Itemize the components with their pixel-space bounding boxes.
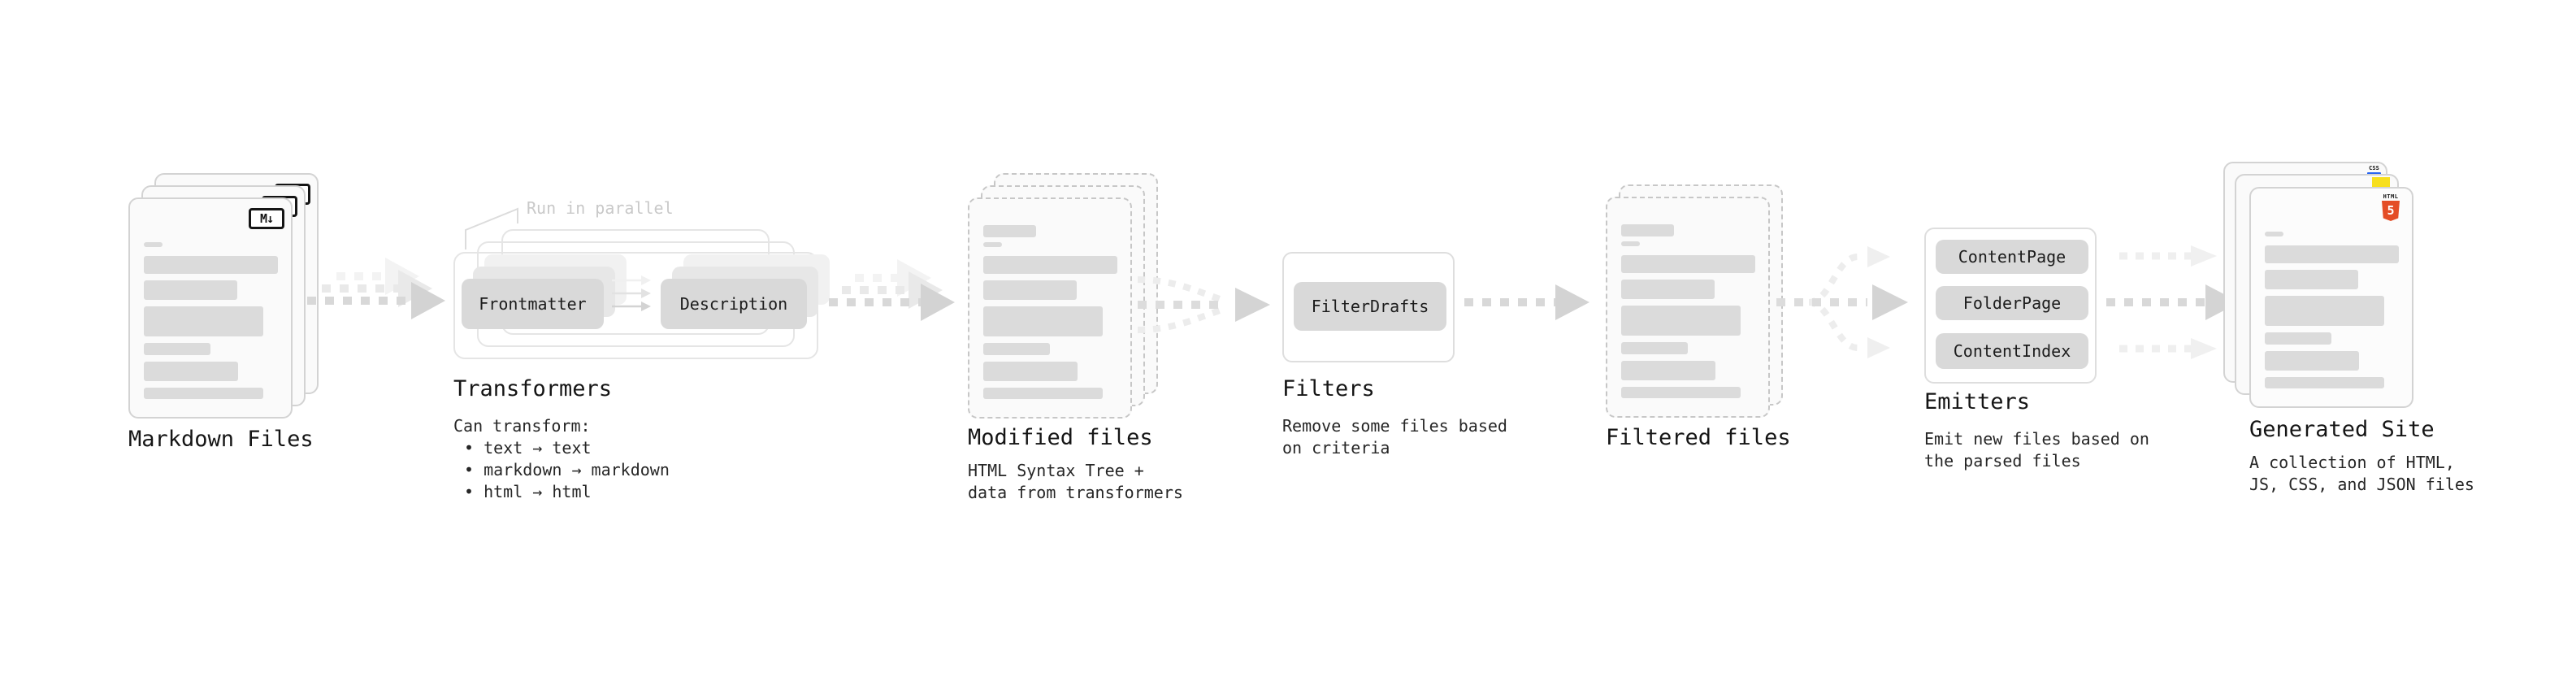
css-icon: CSS: [2367, 166, 2381, 175]
stage-label-emitters: Emitters: [1924, 389, 2031, 414]
flow-arrow-transformers-to-modified: [829, 259, 955, 321]
emitter-pill-contentindex: ContentIndex: [1936, 333, 2088, 369]
emitters-description: Emit new files based on the parsed files: [1924, 428, 2149, 472]
flow-arrow-markdown-to-transformers: [307, 258, 445, 319]
pill-link-arrows: [612, 275, 651, 311]
emitter-pill-contentpage: ContentPage: [1936, 240, 2088, 274]
desc-line: data from transformers: [968, 483, 1183, 502]
desc-line: the parsed files: [1924, 451, 2081, 471]
css-icon-bar: [2367, 172, 2381, 175]
filters-description: Remove some files based on criteria: [1282, 415, 1507, 459]
desc-line: Can transform:: [453, 416, 591, 436]
html5-icon-shield: 5: [2382, 201, 2400, 221]
emitter-pill-folderpage: FolderPage: [1936, 286, 2088, 320]
filter-pill-filterdrafts: FilterDrafts: [1294, 282, 1446, 331]
filtered-file-card: [1606, 197, 1770, 418]
desc-line: • text → text: [464, 438, 592, 458]
transformer-pill-frontmatter: Frontmatter: [462, 279, 604, 329]
desc-line: JS, CSS, and JSON files: [2249, 475, 2474, 494]
emitters-box: ContentPage FolderPage ContentIndex: [1924, 228, 2097, 384]
site-file-card-html: HTML 5: [2249, 187, 2413, 408]
transformers-description: Can transform: • text → text • markdown …: [453, 415, 670, 503]
html5-icon: HTML 5: [2380, 193, 2401, 221]
stage-label-modified-files: Modified files: [968, 425, 1153, 450]
stage-label-markdown-files: Markdown Files: [128, 427, 314, 452]
desc-line: • html → html: [464, 482, 592, 501]
desc-line: Emit new files based on: [1924, 429, 2149, 449]
css-icon-text: CSS: [2369, 165, 2379, 171]
desc-line: on criteria: [1282, 438, 1390, 458]
stage-label-generated-site: Generated Site: [2249, 417, 2435, 442]
run-in-parallel-note: Run in parallel: [527, 198, 674, 218]
stage-label-filters: Filters: [1282, 376, 1375, 401]
stage-label-transformers: Transformers: [453, 376, 613, 401]
modified-files-description: HTML Syntax Tree + data from transformer…: [968, 460, 1183, 504]
markdown-icon: M↓: [249, 208, 284, 229]
stage-label-filtered-files: Filtered files: [1606, 425, 1791, 450]
markdown-file-card: M↓: [128, 197, 293, 419]
html5-icon-text: HTML: [2383, 193, 2399, 200]
desc-line: Remove some files based: [1282, 416, 1507, 436]
flow-arrows-emitters-to-site: [2106, 245, 2240, 359]
desc-line: A collection of HTML,: [2249, 453, 2455, 472]
transformer-pill-description: Description: [661, 279, 807, 329]
js-icon: [2372, 177, 2390, 188]
filters-box: FilterDrafts: [1282, 252, 1455, 362]
fanout-arrow-filtered-to-emitters: [1776, 246, 1908, 358]
desc-line: HTML Syntax Tree +: [968, 461, 1144, 480]
modified-file-card: [968, 197, 1132, 419]
annotation-leader-line: [465, 207, 518, 249]
flow-arrow-filters-to-filtered: [1464, 284, 1589, 320]
merge-arrow-modified-to-filters: [1137, 276, 1270, 333]
desc-line: • markdown → markdown: [464, 460, 670, 479]
generated-site-description: A collection of HTML, JS, CSS, and JSON …: [2249, 452, 2474, 496]
